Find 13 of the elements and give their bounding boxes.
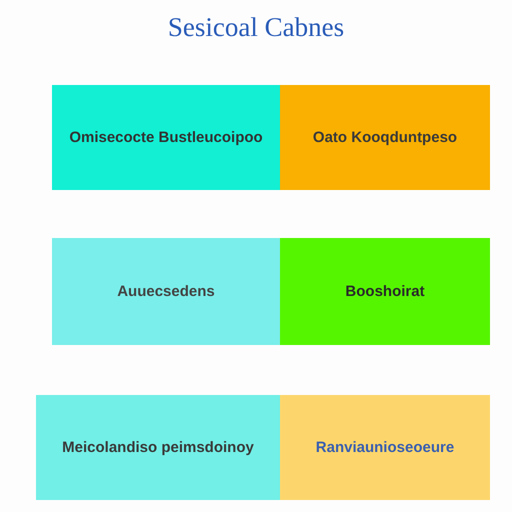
colored-panel <box>280 85 490 190</box>
panel-label: Meicolandiso peimsdoinoy <box>62 439 254 456</box>
colored-panel <box>280 395 490 500</box>
panel-label: Oato Kooqduntpeso <box>312 129 458 146</box>
colored-panel <box>52 238 280 345</box>
panel-label: Omisecocte Bustleucoipoo <box>69 129 263 146</box>
colored-panel <box>52 85 280 190</box>
panel-label: Booshoirat <box>345 283 425 300</box>
panel-label: Auuecsedens <box>117 283 215 300</box>
colored-panel <box>280 238 490 345</box>
panel-label: Ranviaunioseoeure <box>316 439 454 456</box>
title: Sesicoal Cabnes <box>166 12 346 43</box>
colored-panel <box>36 395 280 500</box>
